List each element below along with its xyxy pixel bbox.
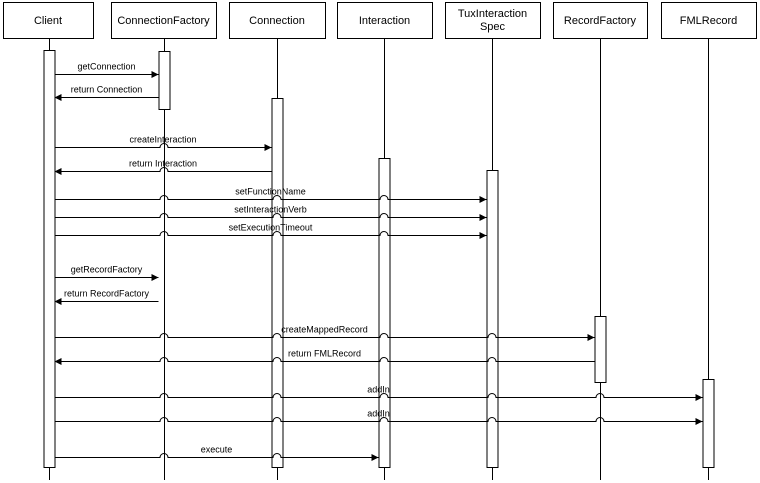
- message-arrow: [54, 167, 272, 175]
- participant-label: Interaction: [359, 15, 410, 27]
- activation-fmlrecord: [702, 379, 715, 468]
- message-arrow: [54, 417, 703, 425]
- participant-box: [553, 2, 648, 39]
- message-label: setInteractionVerb: [234, 205, 307, 215]
- message-label: addIn: [367, 409, 390, 419]
- message-10: createMappedRecord: [54, 325, 595, 341]
- participant-connection: Connection: [229, 2, 326, 39]
- activation-recordfactory: [594, 316, 607, 383]
- participant-box: [445, 2, 541, 39]
- message-arrow: [54, 195, 487, 203]
- message-6: setInteractionVerb: [54, 205, 487, 221]
- message-label: execute: [201, 445, 233, 455]
- message-label: return Interaction: [129, 159, 197, 169]
- message-arrow: [54, 453, 379, 461]
- participant-box: [111, 2, 217, 39]
- message-13: addIn: [54, 409, 703, 425]
- participant-box: [337, 2, 433, 39]
- message-label: createMappedRecord: [281, 325, 368, 335]
- message-8: getRecordFactory: [54, 265, 159, 281]
- participant-interaction: Interaction: [337, 2, 433, 39]
- message-2: return Connection: [54, 85, 159, 101]
- participant-connectionfactory: ConnectionFactory: [111, 2, 217, 39]
- message-label: setExecutionTimeout: [229, 223, 313, 233]
- participant-label: Spec: [480, 21, 506, 33]
- participant-recordfactory: RecordFactory: [553, 2, 648, 39]
- participant-label: FMLRecord: [680, 15, 737, 27]
- message-14: execute: [54, 445, 379, 461]
- activation-tuxinteractionspec: [486, 170, 499, 468]
- participant-label: TuxInteraction: [458, 8, 527, 20]
- message-arrow: [54, 393, 703, 401]
- message-arrow: [54, 231, 487, 239]
- message-1: getConnection: [54, 62, 159, 78]
- message-label: createInteraction: [129, 135, 196, 145]
- participant-label: RecordFactory: [564, 15, 637, 27]
- message-label: getConnection: [77, 62, 135, 72]
- participant-box: [3, 2, 94, 39]
- participant-client: Client: [3, 2, 94, 39]
- activation-connectionfactory: [158, 51, 171, 110]
- message-label: return FMLRecord: [288, 349, 361, 359]
- activation-client: [43, 50, 56, 468]
- message-label: addIn: [367, 385, 390, 395]
- message-5: setFunctionName: [54, 187, 487, 203]
- participant-fmlrecord: FMLRecord: [661, 2, 757, 39]
- message-label: return RecordFactory: [64, 289, 150, 299]
- message-arrow: [54, 333, 595, 341]
- message-3: createInteraction: [54, 135, 272, 151]
- activation-interaction: [378, 158, 391, 468]
- participant-label: Client: [34, 15, 62, 27]
- message-label: return Connection: [71, 85, 143, 95]
- message-label: setFunctionName: [235, 187, 306, 197]
- message-7: setExecutionTimeout: [54, 223, 487, 239]
- participant-box: [229, 2, 326, 39]
- message-arrow: [54, 213, 487, 221]
- participant-box: [661, 2, 757, 39]
- message-label: getRecordFactory: [71, 265, 143, 275]
- message-arrow: [54, 143, 272, 151]
- message-11: return FMLRecord: [54, 349, 595, 365]
- message-arrow: [54, 357, 595, 365]
- message-4: return Interaction: [54, 159, 272, 175]
- message-9: return RecordFactory: [54, 289, 159, 305]
- activation-connection: [271, 98, 284, 468]
- participant-label: Connection: [249, 15, 305, 27]
- message-12: addIn: [54, 385, 703, 401]
- participant-label: ConnectionFactory: [117, 15, 210, 27]
